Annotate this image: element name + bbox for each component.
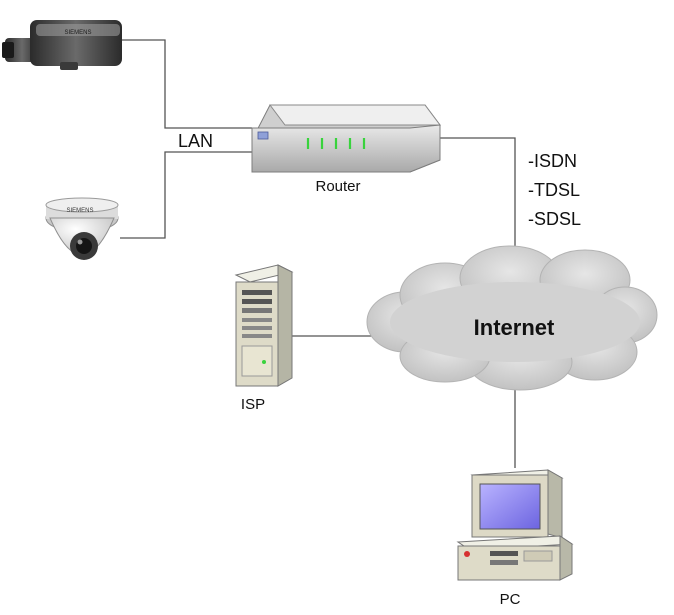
desktop-pc-icon (456, 469, 574, 581)
line-domecam-router (120, 151, 252, 239)
server-tower-icon (234, 264, 294, 387)
line-router-internet (440, 137, 516, 262)
isp-label: ISP (241, 396, 265, 413)
pc-label: PC (500, 591, 521, 608)
line-boxcam-router (120, 39, 252, 129)
lan-label: LAN (178, 131, 213, 151)
connection-type-sdsl: -SDSL (528, 209, 581, 229)
dome-camera-brand: SIEMENS (66, 208, 93, 214)
connection-lines (120, 39, 516, 468)
router-leds (306, 138, 366, 149)
router-label: Router (315, 178, 360, 195)
router-icon (251, 104, 441, 173)
dome-camera-icon: SIEMENS (45, 197, 119, 260)
box-camera-brand: SIEMENS (64, 30, 91, 36)
internet-label: Internet (474, 315, 555, 340)
cloud-icon (366, 245, 658, 391)
box-camera-icon: SIEMENS (2, 20, 122, 70)
connection-type-isdn: -ISDN (528, 151, 577, 171)
connection-type-tdsl: -TDSL (528, 180, 580, 200)
connection-types: -ISDN -TDSL -SDSL (528, 151, 581, 229)
